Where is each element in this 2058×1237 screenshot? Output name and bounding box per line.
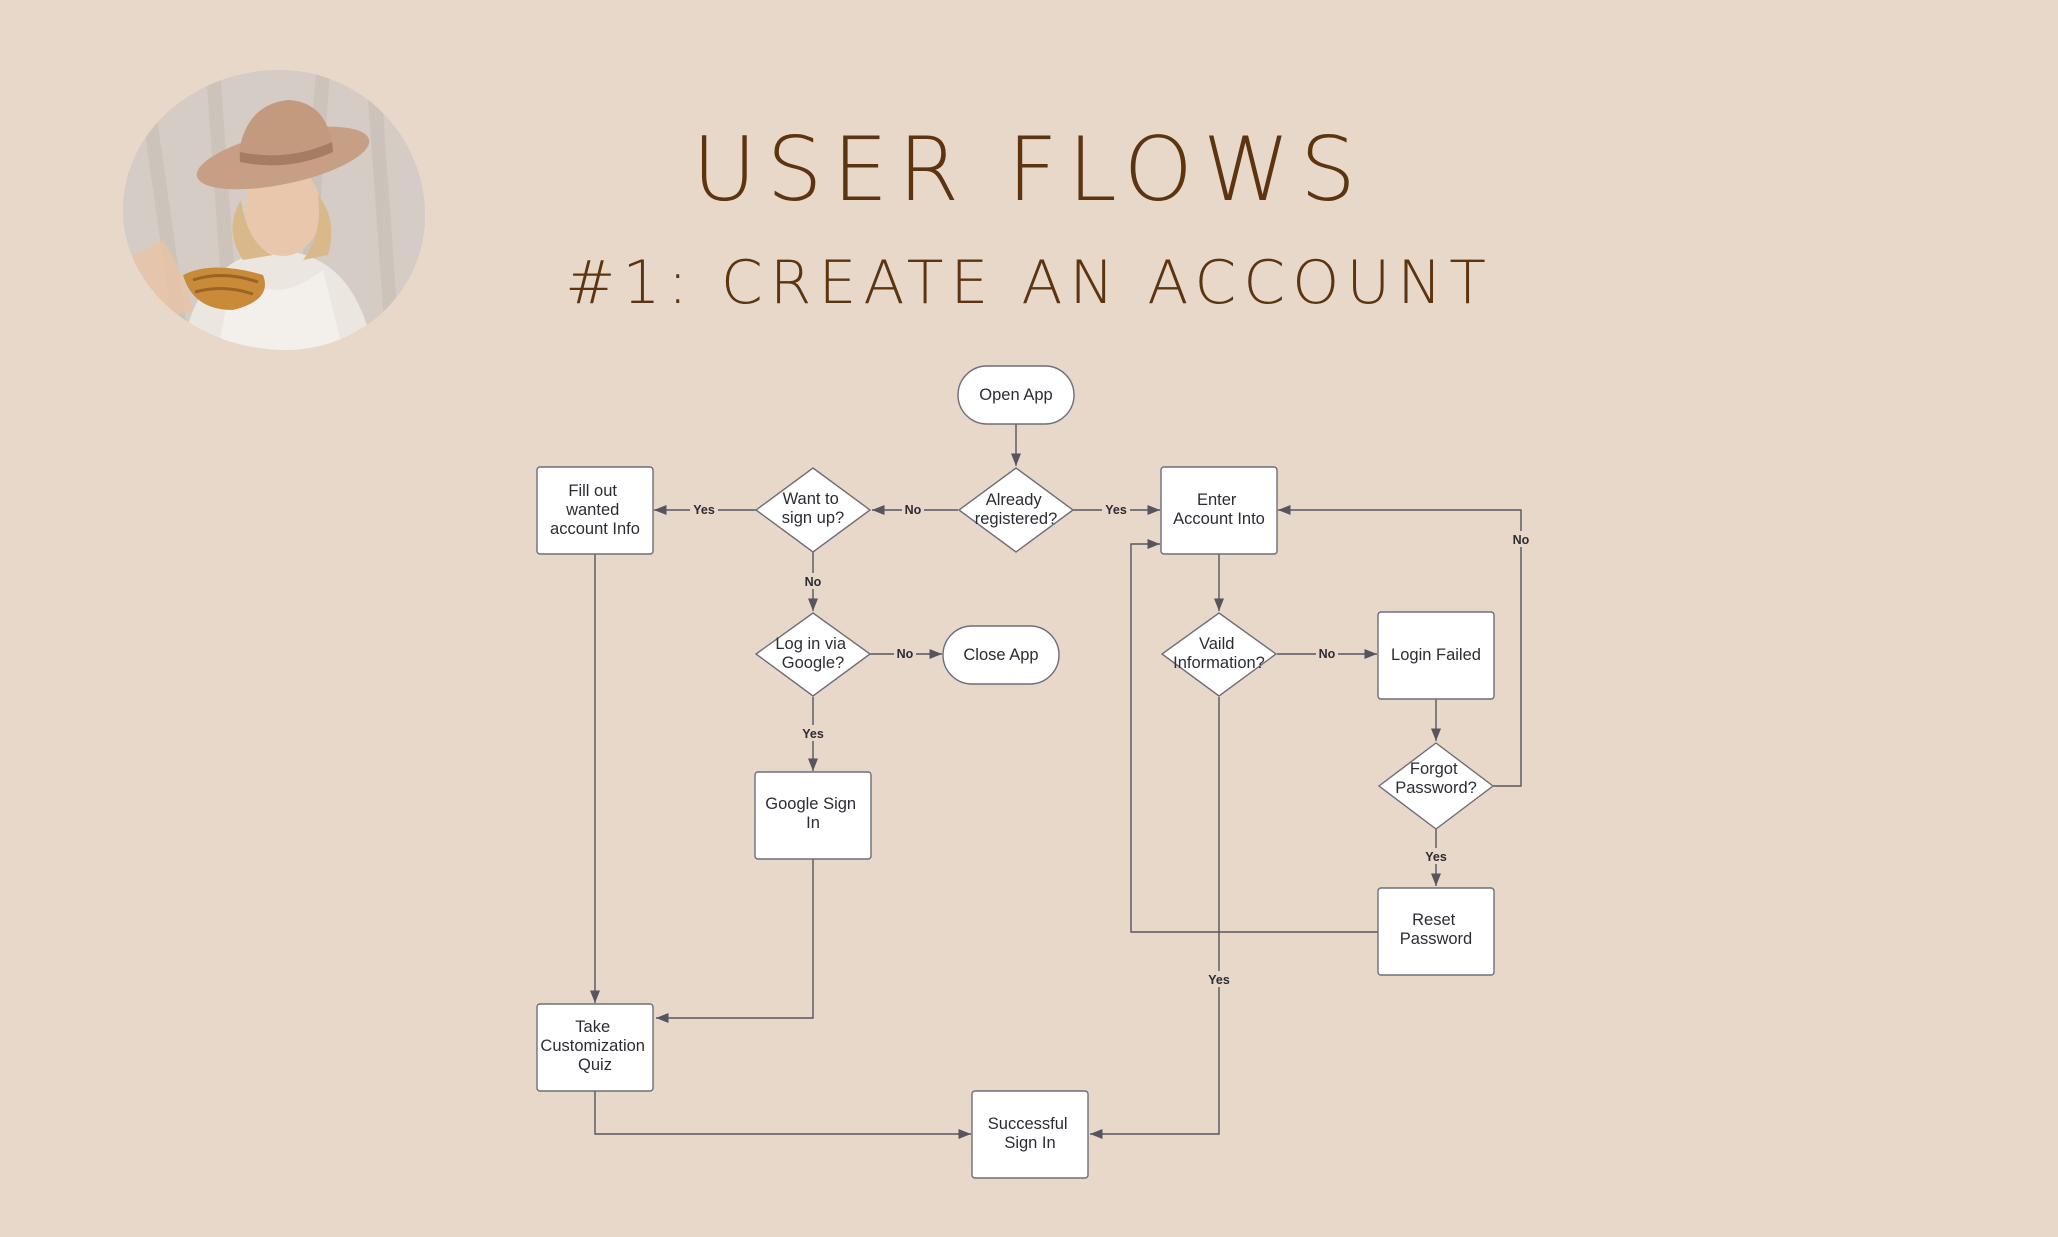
label-forgot-no: No [1513, 533, 1530, 547]
svg-text:Want to sign up?: Want to sign up? [782, 490, 844, 527]
node-enter-account-info: Enter Account Into [1160, 466, 1278, 555]
node-google-sign-in: Google Sign In [754, 771, 872, 860]
node-want-to-sign-up-line1: Want to [783, 490, 839, 508]
svg-text:Log in via Google?: Log in via Google? [775, 635, 850, 672]
node-forgot-password: Forgot Password? [1377, 742, 1495, 830]
svg-text:Enter Account Into: Enter Account Into [1173, 491, 1265, 528]
node-reset-password-line1: Reset [1412, 911, 1456, 929]
edge-quiz-to-success [594, 1091, 971, 1140]
node-take-quiz-line1: Take [575, 1018, 610, 1036]
node-login-failed: Login Failed [1377, 611, 1495, 700]
label-forgot-yes: Yes [1425, 850, 1447, 864]
node-fill-out-line3: account Info [550, 520, 640, 538]
node-close-app-label: Close App [963, 646, 1038, 664]
node-google-sign-in-line2: In [806, 814, 820, 832]
edge-reset-to-enter [1130, 538, 1378, 933]
node-fill-out-account-info: Fill out wanted account Info [536, 466, 654, 555]
label-valid-no: No [1319, 647, 1336, 661]
node-login-failed-label: Login Failed [1391, 646, 1481, 664]
node-already-registered-line2: registered? [975, 510, 1058, 528]
label-registered-yes: Yes [1105, 503, 1127, 517]
edge-forgot-no [1278, 504, 1522, 787]
node-successful-sign-in-line2: Sign In [1004, 1134, 1055, 1152]
node-valid-information: Vaild Information? [1160, 612, 1278, 697]
label-signup-no: No [805, 575, 822, 589]
node-forgot-password-line1: Forgot [1410, 760, 1458, 778]
label-google-no: No [897, 647, 914, 661]
node-enter-account-line2: Account Into [1173, 510, 1265, 528]
svg-text:Successful Sign In: Successful Sign In [988, 1115, 1072, 1152]
label-valid-yes: Yes [1208, 973, 1230, 987]
label-registered-no: No [905, 503, 922, 517]
svg-text:Already registered?: Already registered? [975, 491, 1058, 528]
node-successful-sign-in-line1: Successful [988, 1115, 1068, 1133]
node-reset-password-line2: Password [1400, 930, 1472, 948]
page-title: USER FLOWS [692, 118, 1366, 221]
svg-text:Vaild Information?: Vaild Information? [1173, 635, 1265, 672]
node-already-registered-line1: Already [986, 491, 1043, 509]
node-want-to-sign-up: Want to sign up? [754, 467, 872, 553]
node-forgot-password-line2: Password? [1395, 779, 1477, 797]
svg-text:Fill out wanted: Fill out wanted account Info [550, 482, 640, 538]
edge-google-signin-to-quiz [656, 859, 814, 1024]
node-close-app: Close App [942, 625, 1060, 685]
node-valid-information-line2: Information? [1173, 654, 1265, 672]
edge-valid-yes [1090, 697, 1220, 1140]
svg-text:Google Sign In: Google Sign In [765, 795, 860, 832]
node-valid-information-line1: Vaild [1199, 635, 1234, 653]
node-successful-sign-in: Successful Sign In [971, 1090, 1089, 1179]
svg-text:Take Customization: Take Customization Quiz [540, 1018, 649, 1074]
node-open-app: Open App [957, 365, 1075, 425]
node-take-quiz-line3: Quiz [578, 1056, 612, 1074]
node-take-quiz-line2: Customization [540, 1037, 645, 1055]
node-google-sign-in-line1: Google Sign [765, 795, 856, 813]
svg-text:Forgot Password?: Forgot Password? [1395, 760, 1477, 797]
label-google-yes: Yes [802, 727, 824, 741]
node-log-in-via-google: Log in via Google? [754, 612, 872, 697]
node-fill-out-line2: wanted [565, 501, 619, 519]
node-already-registered: Already registered? [957, 467, 1075, 553]
node-enter-account-line1: Enter [1197, 491, 1237, 509]
label-signup-yes: Yes [693, 503, 715, 517]
node-reset-password: Reset Password [1377, 887, 1495, 976]
profile-photo [123, 70, 425, 350]
node-open-app-label: Open App [979, 386, 1052, 404]
svg-text:Reset Password: Reset Password [1400, 911, 1472, 948]
node-take-customization-quiz: Take Customization Quiz [536, 1003, 654, 1092]
node-log-in-google-line1: Log in via [775, 635, 846, 653]
node-want-to-sign-up-line2: sign up? [782, 509, 844, 527]
node-log-in-google-line2: Google? [782, 654, 844, 672]
page-subtitle: #1: CREATE AN ACCOUNT [565, 248, 1493, 318]
node-fill-out-line1: Fill out [568, 482, 617, 500]
